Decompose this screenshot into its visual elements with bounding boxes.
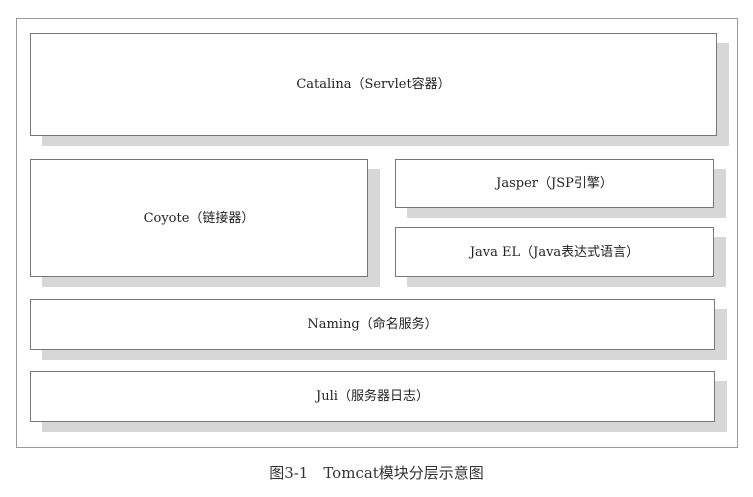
coyote-module: Coyote（链接器） [30,159,368,277]
juli-module: Juli（服务器日志） [30,371,715,422]
jasper-module: Jasper（JSP引擎） [395,159,714,208]
figure-caption: 图3-1 Tomcat模块分层示意图 [269,464,484,482]
java-el-label: Java EL（Java表达式语言） [469,244,640,260]
coyote-label: Coyote（链接器） [143,210,255,226]
catalina-module: Catalina（Servlet容器） [30,33,717,136]
naming-label: Naming（命名服务） [307,317,438,332]
catalina-label: Catalina（Servlet容器） [296,77,451,92]
diagram-frame: Catalina（Servlet容器） Coyote（链接器） Jasper（J… [16,18,738,448]
jasper-label: Jasper（JSP引擎） [496,176,613,191]
naming-module: Naming（命名服务） [30,299,715,350]
juli-label: Juli（服务器日志） [316,389,429,404]
java-el-module: Java EL（Java表达式语言） [395,227,714,277]
